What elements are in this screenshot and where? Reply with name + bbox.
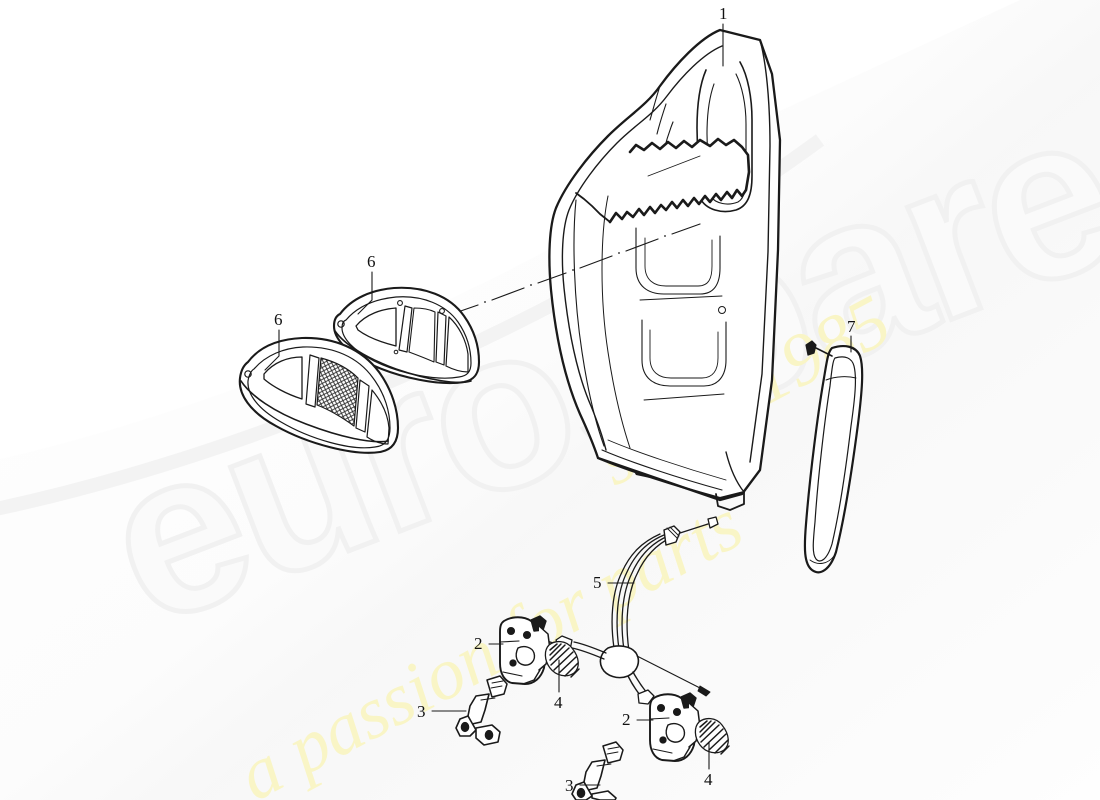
part-tension-spring-right[interactable]	[694, 717, 730, 755]
callout-leaders	[264, 23, 852, 786]
part-latch-left[interactable]	[499, 615, 551, 685]
part-hinge-bracket-left[interactable]	[455, 675, 508, 746]
callout-7[interactable]: 7	[847, 317, 856, 336]
part-tension-spring-left[interactable]	[544, 640, 580, 678]
callout-3-right[interactable]: 3	[565, 776, 574, 795]
part-hinge-bracket-right[interactable]	[571, 741, 624, 800]
part-backrest-shell[interactable]	[451, 28, 782, 511]
part-storage-net-frame-lower[interactable]	[238, 336, 400, 454]
part-storage-net-frame-upper[interactable]	[332, 286, 481, 385]
callout-5[interactable]: 5	[593, 573, 602, 592]
part-trim-strip[interactable]	[803, 340, 864, 574]
trim-strip-screw[interactable]	[805, 340, 833, 357]
callout-2-left[interactable]: 2	[474, 634, 483, 653]
callout-6-upper[interactable]: 6	[367, 252, 376, 271]
part-bowden-cable[interactable]	[510, 516, 719, 713]
part-latch-right[interactable]	[649, 692, 701, 762]
callout-6-lower[interactable]: 6	[274, 310, 283, 329]
callout-4-right[interactable]: 4	[704, 770, 713, 789]
callout-1[interactable]: 1	[719, 4, 728, 23]
callout-3-left[interactable]: 3	[417, 702, 426, 721]
callout-2-right[interactable]: 2	[622, 710, 631, 729]
callout-4-left[interactable]: 4	[554, 693, 563, 712]
